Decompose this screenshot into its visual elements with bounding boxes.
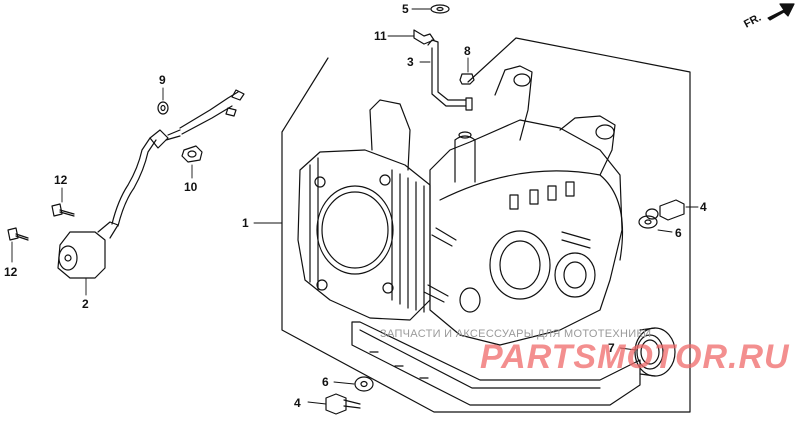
clip (413, 29, 435, 45)
leader-lines (11, 8, 699, 405)
front-direction-arrow (767, 3, 795, 21)
callout-12-lower: 12 (4, 265, 18, 279)
assembly-boundary (281, 37, 691, 413)
nut-8 (459, 73, 475, 85)
callout-2: 2 (82, 297, 89, 311)
callout-5: 5 (402, 2, 409, 16)
callout-4-bottom: 4 (294, 396, 301, 410)
callout-11: 11 (374, 29, 387, 43)
cylinder-bore (316, 185, 394, 275)
callout-1: 1 (242, 216, 249, 230)
bolt-12-lower (7, 227, 29, 241)
oil-seal-7 (634, 327, 676, 377)
oil-switch-assembly (57, 89, 245, 279)
callout-3: 3 (407, 55, 414, 69)
callout-10: 10 (184, 180, 198, 194)
callout-7: 7 (608, 341, 615, 355)
bolt-12-upper (51, 203, 75, 217)
callout-12-upper: 12 (54, 173, 68, 187)
watermark-tagline: ЗАПЧАСТИ И АКСЕССУАРЫ ДЛЯ МОТОТЕХНИКИ (380, 328, 652, 340)
grommet-10 (181, 145, 203, 163)
crankcase-body (297, 65, 641, 406)
o-ring-9 (157, 101, 169, 115)
bolt-4-right (645, 199, 685, 221)
callout-9: 9 (159, 73, 166, 87)
washer-5 (430, 4, 450, 14)
callout-8: 8 (464, 44, 471, 58)
callout-6-bottom: 6 (322, 375, 329, 389)
callout-4-right: 4 (700, 200, 707, 214)
washer-6-bottom (354, 376, 374, 392)
bolt-4-bottom (325, 393, 361, 415)
callout-6-right: 6 (675, 226, 682, 240)
washer-6-right (638, 215, 658, 229)
watermark-brand: PARTSMOTOR.RU (480, 338, 790, 376)
